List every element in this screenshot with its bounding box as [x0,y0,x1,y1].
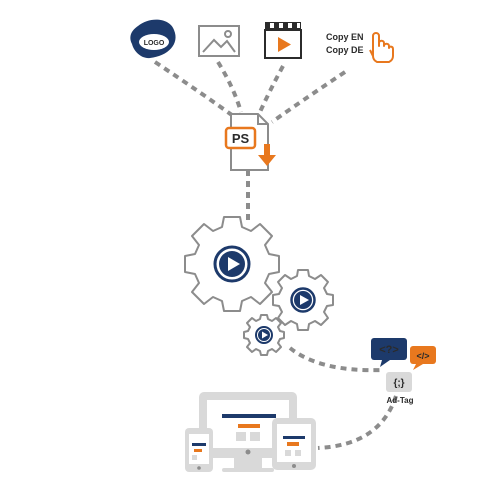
psd-file-icon: PS [224,113,276,171]
image-icon [198,25,240,57]
copy-en-label: Copy EN [326,32,364,42]
large-gear-icon [184,216,280,312]
code-tag-label: </> [416,351,429,361]
code-tag-bubble: </> [410,346,436,370]
smartphone-icon [185,428,213,472]
ps-label: PS [232,131,250,146]
js-tag-bubble: {;} [386,372,412,392]
connector-image-psd [216,60,243,113]
copy-de-label: Copy DE [326,45,364,55]
download-arrow-icon [258,144,276,166]
js-tag-label: {;} [393,378,404,389]
medium-gear-icon [272,269,334,331]
logo-icon: LOGO [130,19,176,59]
small-gear-icon [243,314,285,356]
play-icon [278,37,291,52]
html-tag-bubble: <?> [371,338,407,367]
connectors [153,60,398,450]
logo-text: LOGO [144,40,165,47]
connector-logo-psd [153,60,238,120]
connector-video-psd [258,65,285,113]
tablet-icon [272,418,316,470]
adtag-group: <?> </> {;} Ad-Tag [371,338,436,405]
ps-badge [224,126,257,150]
devices-group [185,392,316,472]
connector-gears-adtag [288,346,383,373]
gears-group [184,216,334,356]
connector-adtag-devices [317,395,398,450]
html-tag-label: <?> [379,344,399,356]
pointer-hand-icon [369,32,394,63]
connector-copy-psd [270,70,347,124]
adtag-label: Ad-Tag [387,396,414,405]
video-clapper-icon [264,22,302,59]
copy-text-block: Copy EN Copy DE [326,32,364,55]
